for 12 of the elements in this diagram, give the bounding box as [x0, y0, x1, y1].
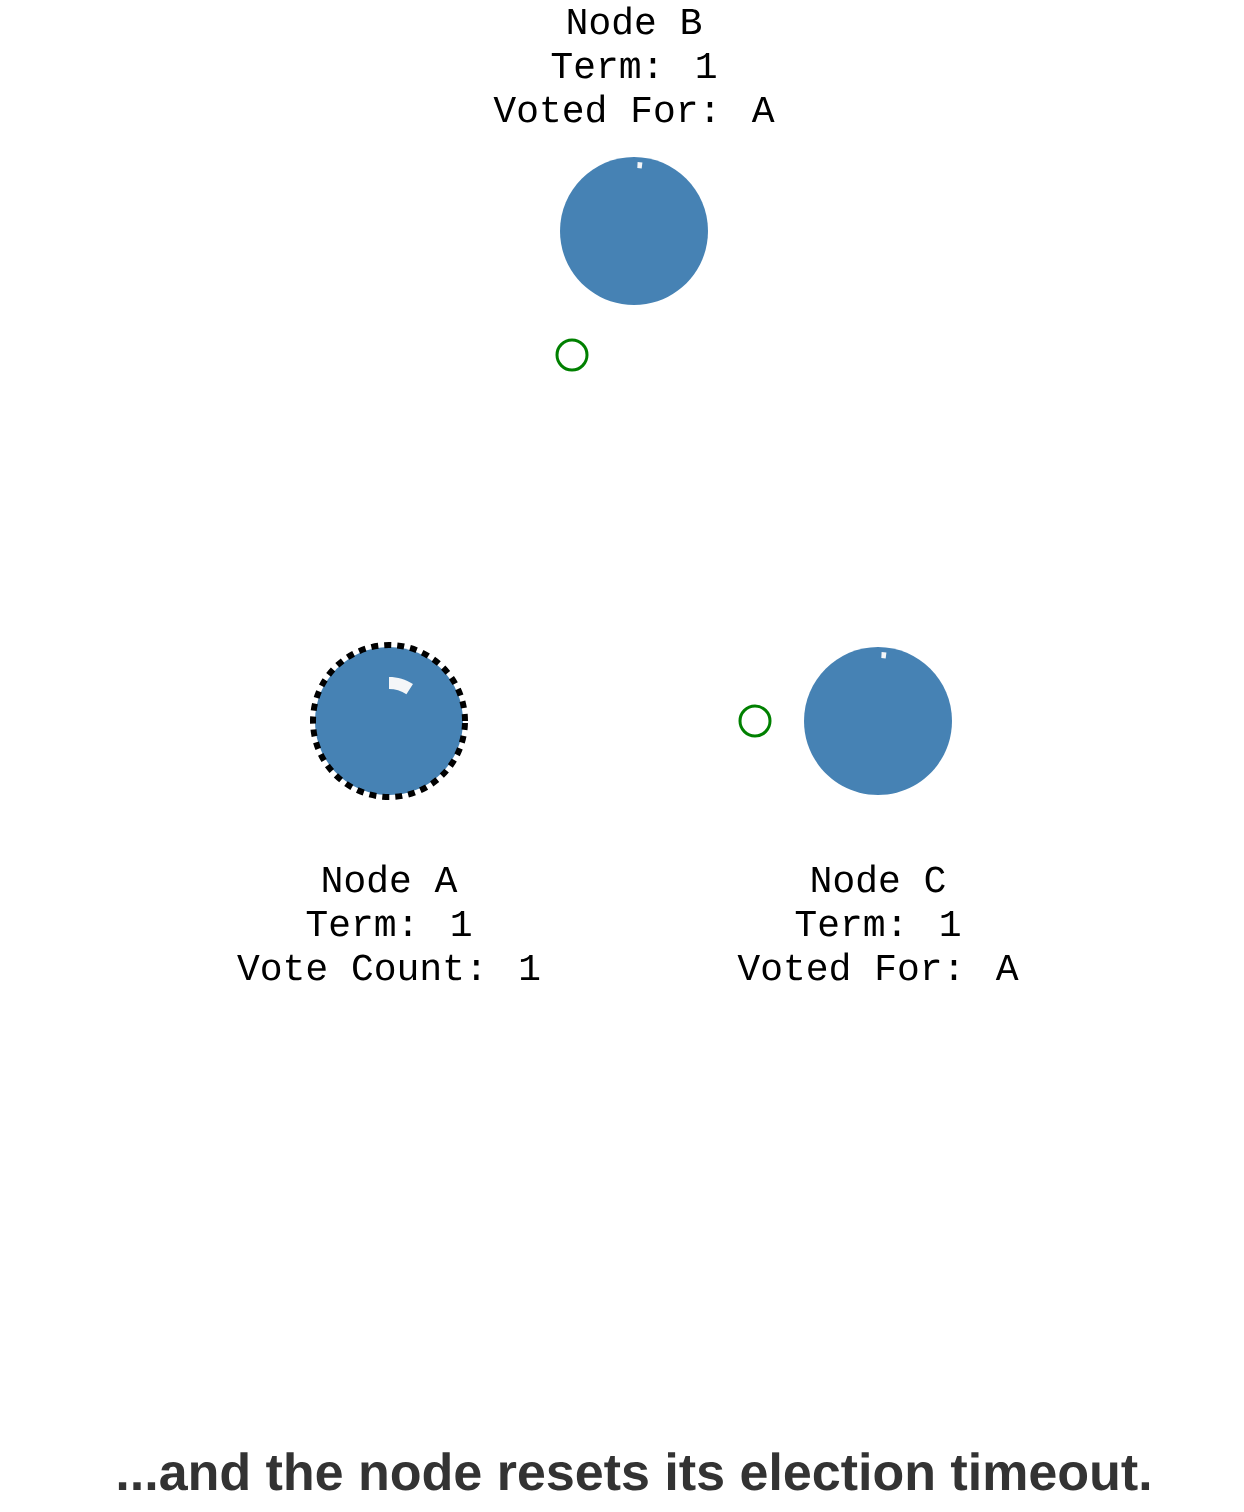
message-circle: [738, 704, 772, 738]
caption: ...and the node resets its election timeout.: [118, 1452, 1150, 1491]
node-label: Term: 1: [551, 53, 716, 79]
node-label: Node C: [812, 864, 945, 893]
node-label: Node A: [323, 864, 458, 893]
node-label: Voted For: A: [493, 94, 775, 123]
node-label: Term: 1: [306, 911, 471, 937]
node-label: Node B: [568, 6, 701, 35]
node-label: Term: 1: [795, 911, 960, 937]
node-label: Vote Count: 1: [237, 954, 540, 981]
message-circle: [555, 338, 589, 372]
node-label: Voted For: A: [737, 952, 1019, 981]
